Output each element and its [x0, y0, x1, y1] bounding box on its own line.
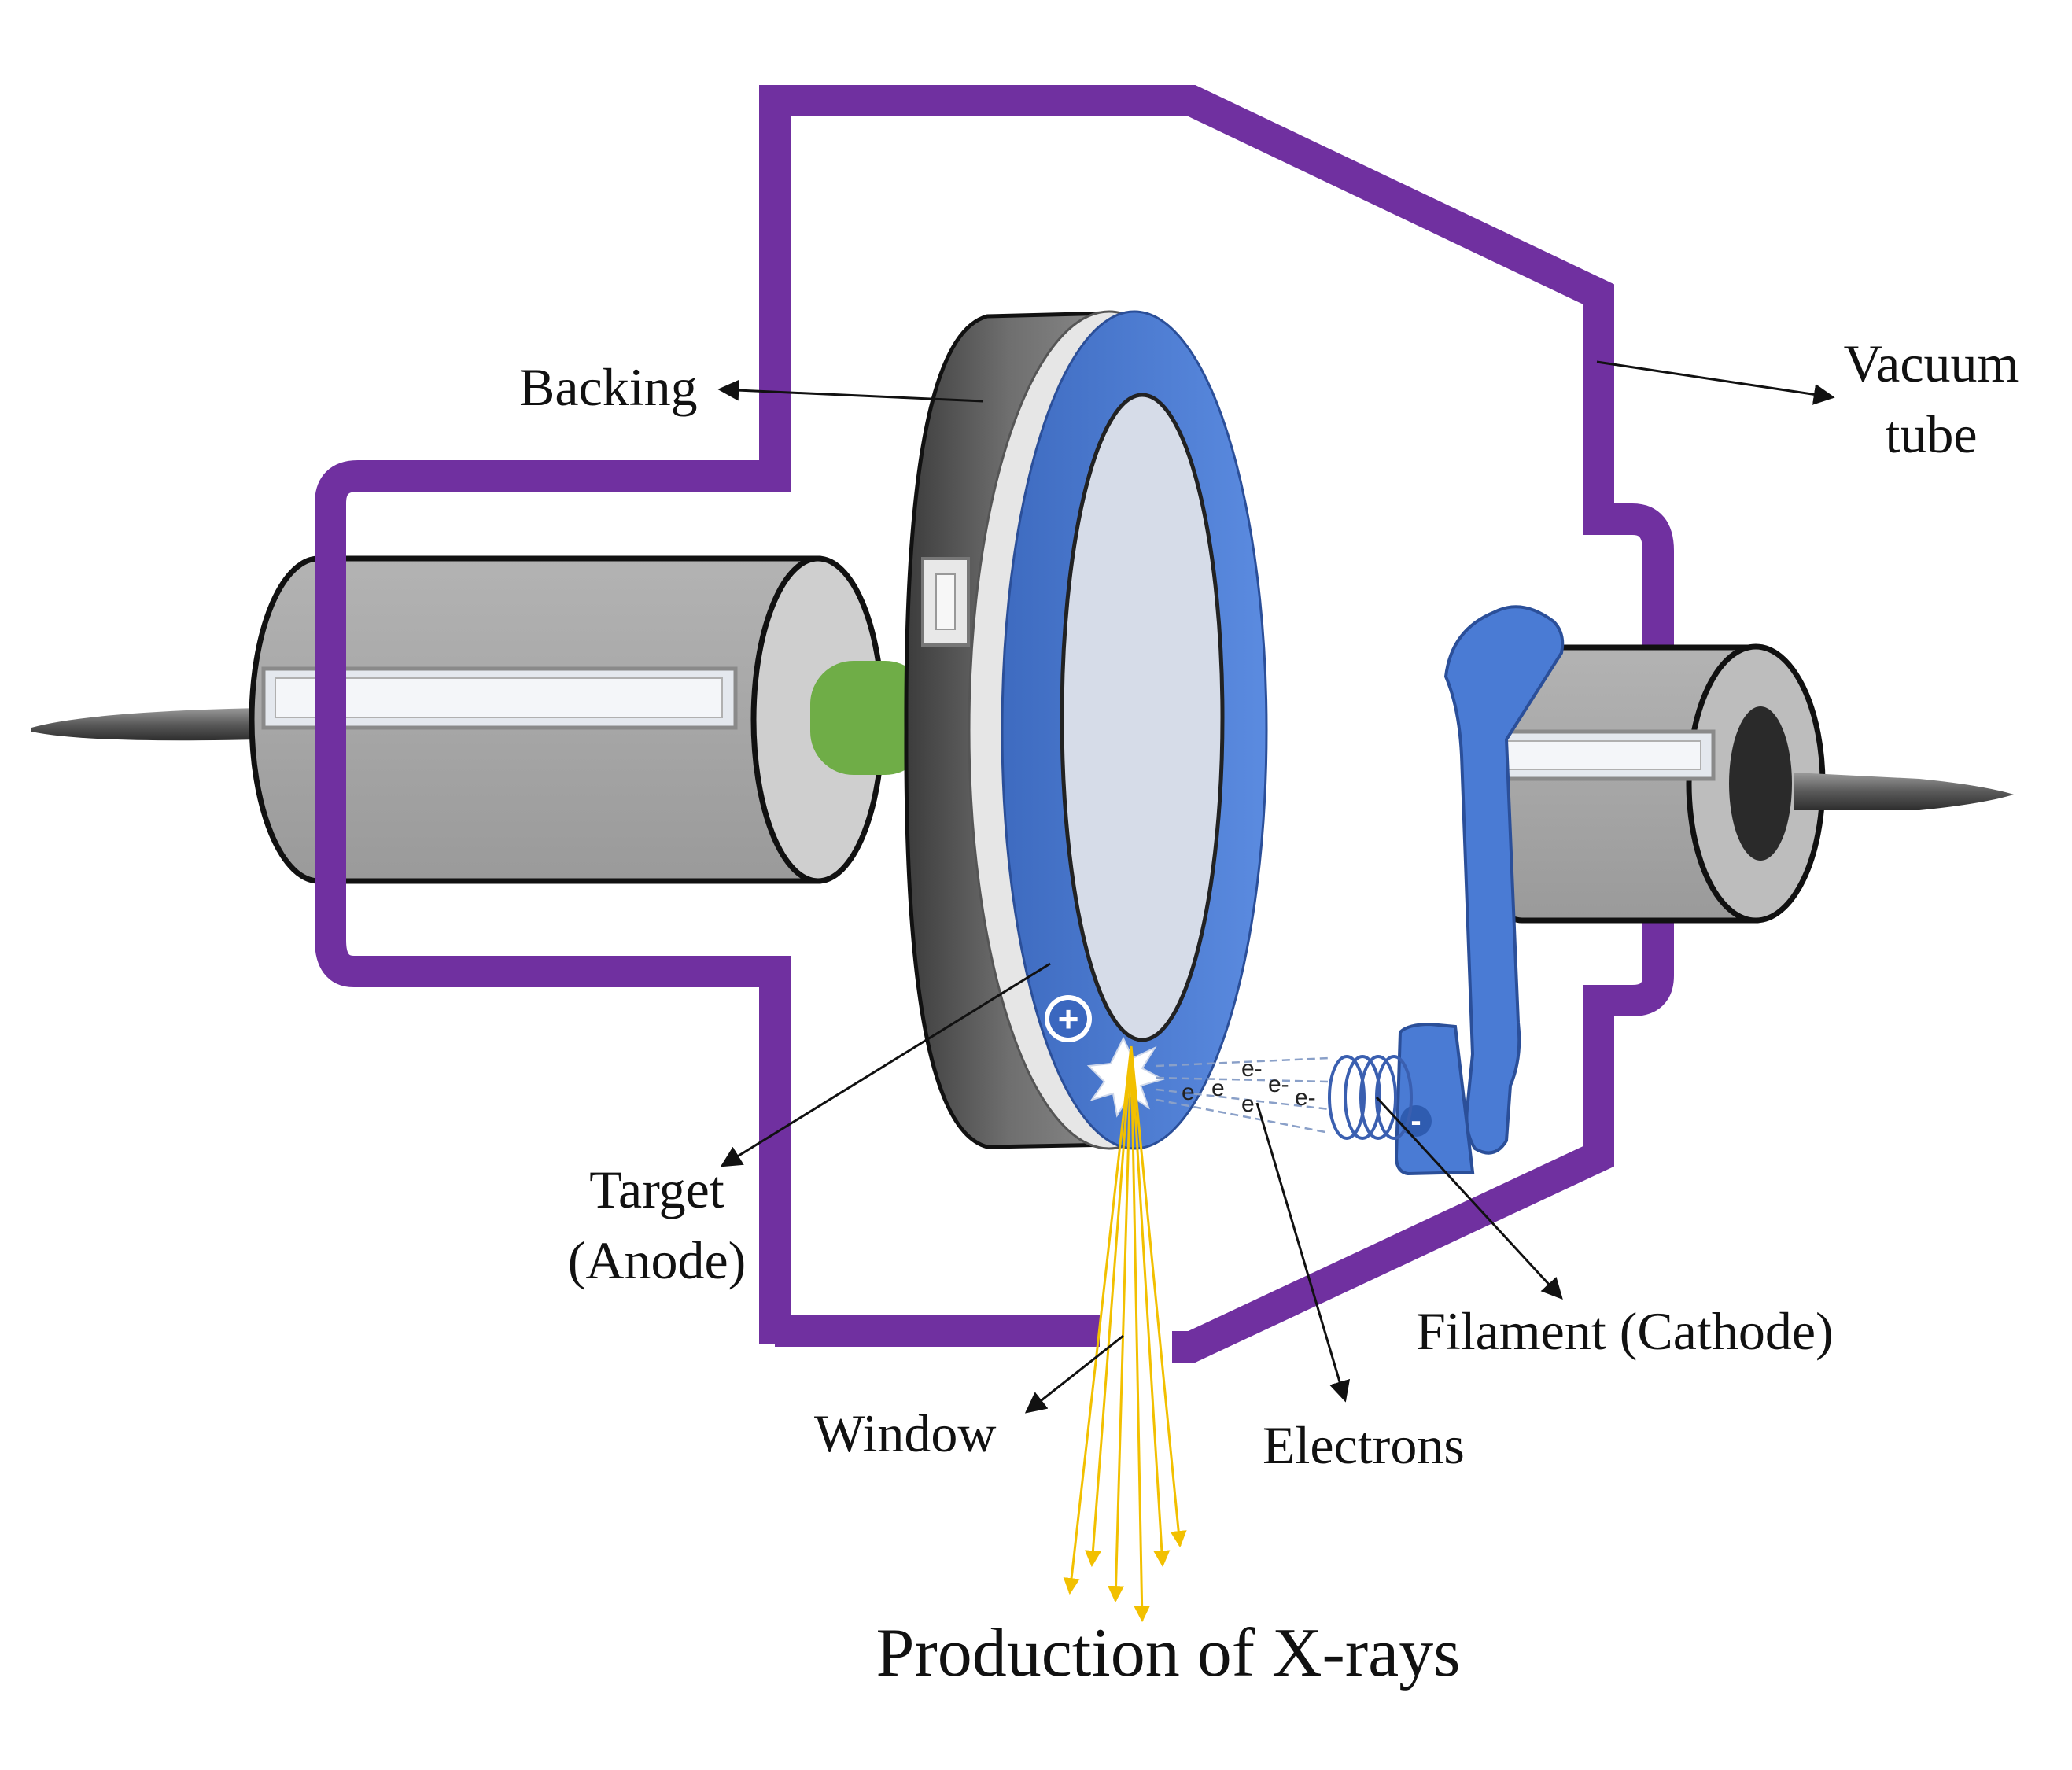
backing-pointer [717, 379, 984, 403]
filament-pointer [1375, 1096, 1563, 1300]
label-target-line1: Target [589, 1160, 724, 1219]
vacuum-tube-pointer [1596, 360, 1835, 405]
vacuum-tube-outline [315, 85, 1674, 1363]
cathode-minus-sign: - [1410, 1104, 1421, 1138]
electron-symbols: e e e- e e- e- [1182, 1056, 1316, 1117]
anode-cylinder [249, 555, 886, 884]
label-target-line2: (Anode) [568, 1230, 747, 1290]
cathode-terminal-needle [1794, 773, 2014, 810]
cathode-arm [1443, 605, 1565, 1155]
anode-plus-sign: + [1058, 998, 1079, 1039]
electron-symbol: e- [1241, 1056, 1263, 1082]
anode-shaft [810, 661, 928, 775]
filament-coil-icon [1328, 1055, 1413, 1140]
vacuum-tube-bottom-left [775, 1315, 1100, 1347]
cathode-head [1394, 1022, 1475, 1176]
cathode-minus-badge [1400, 1105, 1432, 1137]
electron-symbol: e [1211, 1075, 1225, 1101]
electrons-pointer [1255, 1102, 1351, 1403]
electron-symbol: e- [1268, 1071, 1289, 1097]
leader-lines [717, 360, 1835, 1414]
electron-symbol: e [1241, 1091, 1255, 1117]
xray-beam [1063, 1045, 1187, 1623]
anode-disc: + [904, 310, 1268, 1150]
electron-beam [1156, 1056, 1330, 1134]
anode-terminal-needle [31, 708, 260, 741]
window-pointer [1024, 1334, 1124, 1414]
electron-symbol: e [1182, 1079, 1195, 1105]
cathode-cylinder [1462, 643, 1826, 924]
backing-slot [921, 557, 970, 647]
label-electrons: Electrons [1263, 1415, 1465, 1475]
label-window: Window [814, 1403, 996, 1463]
label-filament: Filament (Cathode) [1416, 1301, 1834, 1361]
label-vacuum-tube-line1: Vacuum [1844, 334, 2019, 393]
target-pointer [720, 962, 1051, 1167]
label-vacuum-tube-line2: tube [1885, 404, 1977, 464]
diagram-title: Production of X-rays [876, 1615, 1461, 1691]
electron-symbol: e- [1295, 1085, 1316, 1111]
label-backing: Backing [519, 357, 698, 417]
target-plate [1060, 393, 1225, 1042]
